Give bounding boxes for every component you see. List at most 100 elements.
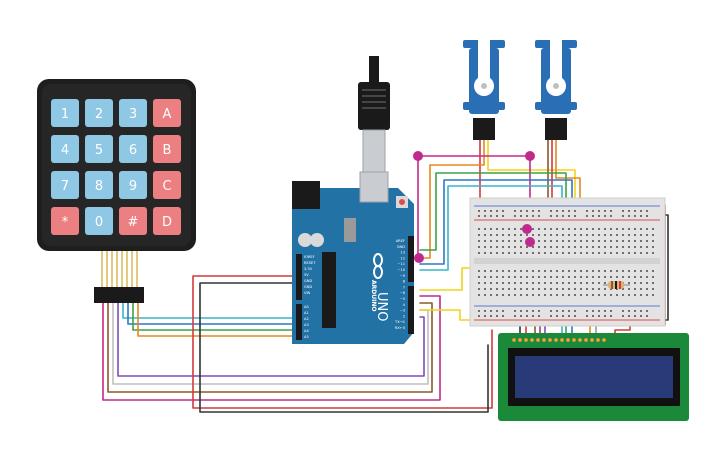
keypad-key-label: 8 xyxy=(95,179,103,194)
keypad-key-label: 1 xyxy=(61,107,69,122)
keypad-key-label: 5 xyxy=(95,143,103,158)
junction-dot xyxy=(525,151,535,161)
wire-junctions xyxy=(413,151,535,263)
power-jack xyxy=(292,181,320,209)
pin-label: ~6 xyxy=(400,291,406,295)
pin-label: A0 xyxy=(304,305,309,309)
pin-label: A1 xyxy=(304,311,309,315)
wire-power-red[interactable] xyxy=(192,275,493,409)
arduino-uno[interactable]: ARDUINO UNO AREFGND1312~11~10~987~6~54~3… xyxy=(292,56,414,344)
keypad-key-label: # xyxy=(128,215,139,230)
wire-keypad-5[interactable] xyxy=(122,302,297,319)
breadboard-holes xyxy=(478,210,654,317)
keypad-key-2[interactable]: 2 xyxy=(85,99,113,127)
wire-keypad-7[interactable] xyxy=(132,302,297,331)
lcd-pin-header xyxy=(511,337,607,343)
usb-port xyxy=(359,171,389,203)
keypad-key-label: 3 xyxy=(129,107,137,122)
junction-dot xyxy=(414,253,424,263)
keypad-key-label: A xyxy=(163,107,172,122)
keypad-key-7[interactable]: 7 xyxy=(51,171,79,199)
keypad-key-6[interactable]: 6 xyxy=(119,135,147,163)
pin-label: 2 xyxy=(403,314,405,318)
keypad-key-1[interactable]: 1 xyxy=(51,99,79,127)
pin-label: GND xyxy=(304,285,312,289)
atmega-chip xyxy=(322,252,336,328)
pin-label: ~3 xyxy=(400,309,405,313)
usb-plug-body xyxy=(358,82,390,130)
keypad-key-label: 4 xyxy=(61,143,69,158)
voltage-regulator xyxy=(344,218,356,242)
pin-label: GND xyxy=(397,245,405,249)
junction-dot xyxy=(522,224,532,234)
junction-dot xyxy=(525,237,535,247)
pin-label: TX→1 xyxy=(394,320,405,324)
pin-label: 13 xyxy=(400,251,405,255)
pin-label: RESET xyxy=(304,261,316,265)
pin-label: 4 xyxy=(403,303,406,307)
keypad-key-label: * xyxy=(62,215,69,230)
keypad-key-5[interactable]: 5 xyxy=(85,135,113,163)
pin-label: 5V xyxy=(304,273,309,277)
wire-keypad-4[interactable] xyxy=(117,302,425,377)
capacitor xyxy=(298,233,312,247)
lcd-16x2[interactable] xyxy=(498,333,689,421)
servo-motor-left[interactable] xyxy=(463,34,505,140)
keypad-key-label: B xyxy=(163,143,172,158)
keypad-keys: 1 2 3 A 4 5 6 B 7 8 9 C * 0 # D xyxy=(51,99,181,235)
keypad-key-3[interactable]: 3 xyxy=(119,99,147,127)
wire-keypad-1[interactable] xyxy=(102,295,441,401)
keypad-key-B[interactable]: B xyxy=(153,135,181,163)
keypad-key-label: 0 xyxy=(95,215,103,230)
servo-motor-right[interactable] xyxy=(535,34,577,140)
pin-label: ~5 xyxy=(400,297,405,301)
keypad-key-label: 9 xyxy=(129,179,137,194)
header-digital-high xyxy=(408,236,414,282)
keypad-key-D[interactable]: D xyxy=(153,207,181,235)
resistor[interactable] xyxy=(603,281,630,289)
keypad-key-*[interactable]: * xyxy=(51,207,79,235)
wire-magenta-b[interactable] xyxy=(417,155,421,259)
keypad-connector xyxy=(94,287,144,303)
pin-label: 12 xyxy=(400,256,405,260)
pin-label: A3 xyxy=(304,323,309,327)
keypad-ribbon xyxy=(94,251,144,303)
pin-label: A5 xyxy=(304,335,309,339)
keypad-key-label: 7 xyxy=(61,179,69,194)
lcd-screen xyxy=(515,356,673,398)
wire-power-black[interactable] xyxy=(199,282,489,413)
junction-dot xyxy=(413,151,423,161)
wire-keypad-8[interactable] xyxy=(137,302,297,337)
breadboard[interactable] xyxy=(469,197,666,327)
header-power xyxy=(296,254,302,300)
pin-label: GND xyxy=(304,279,312,283)
keypad-key-9[interactable]: 9 xyxy=(119,171,147,199)
usb-plug-metal xyxy=(362,129,386,173)
wire-keypad-2[interactable] xyxy=(107,302,433,393)
keypad-key-0[interactable]: 0 xyxy=(85,207,113,235)
pin-label: ~11 xyxy=(397,262,405,266)
header-analog xyxy=(296,304,302,340)
arduino-model-text: UNO xyxy=(374,292,389,321)
keypad-key-#[interactable]: # xyxy=(119,207,147,235)
pin-label: VIN xyxy=(304,291,311,295)
pin-label: 3.3V xyxy=(304,267,313,271)
keypad-key-label: 2 xyxy=(95,107,103,122)
usb-cable xyxy=(369,56,379,88)
pin-label: A2 xyxy=(304,317,309,321)
header-digital-low xyxy=(408,286,414,334)
keypad-4x4[interactable]: 1 2 3 A 4 5 6 B 7 8 9 C * 0 # D xyxy=(37,79,196,303)
keypad-key-4[interactable]: 4 xyxy=(51,135,79,163)
wire-keypad-6[interactable] xyxy=(127,302,297,325)
keypad-key-label: 6 xyxy=(129,143,137,158)
keypad-key-A[interactable]: A xyxy=(153,99,181,127)
pin-label: AREF xyxy=(396,239,405,243)
pin-label: ~9 xyxy=(400,274,406,278)
keypad-key-8[interactable]: 8 xyxy=(85,171,113,199)
pin-label: A4 xyxy=(304,329,309,333)
keypad-key-C[interactable]: C xyxy=(153,171,181,199)
pin-label: IOREF xyxy=(304,255,315,259)
